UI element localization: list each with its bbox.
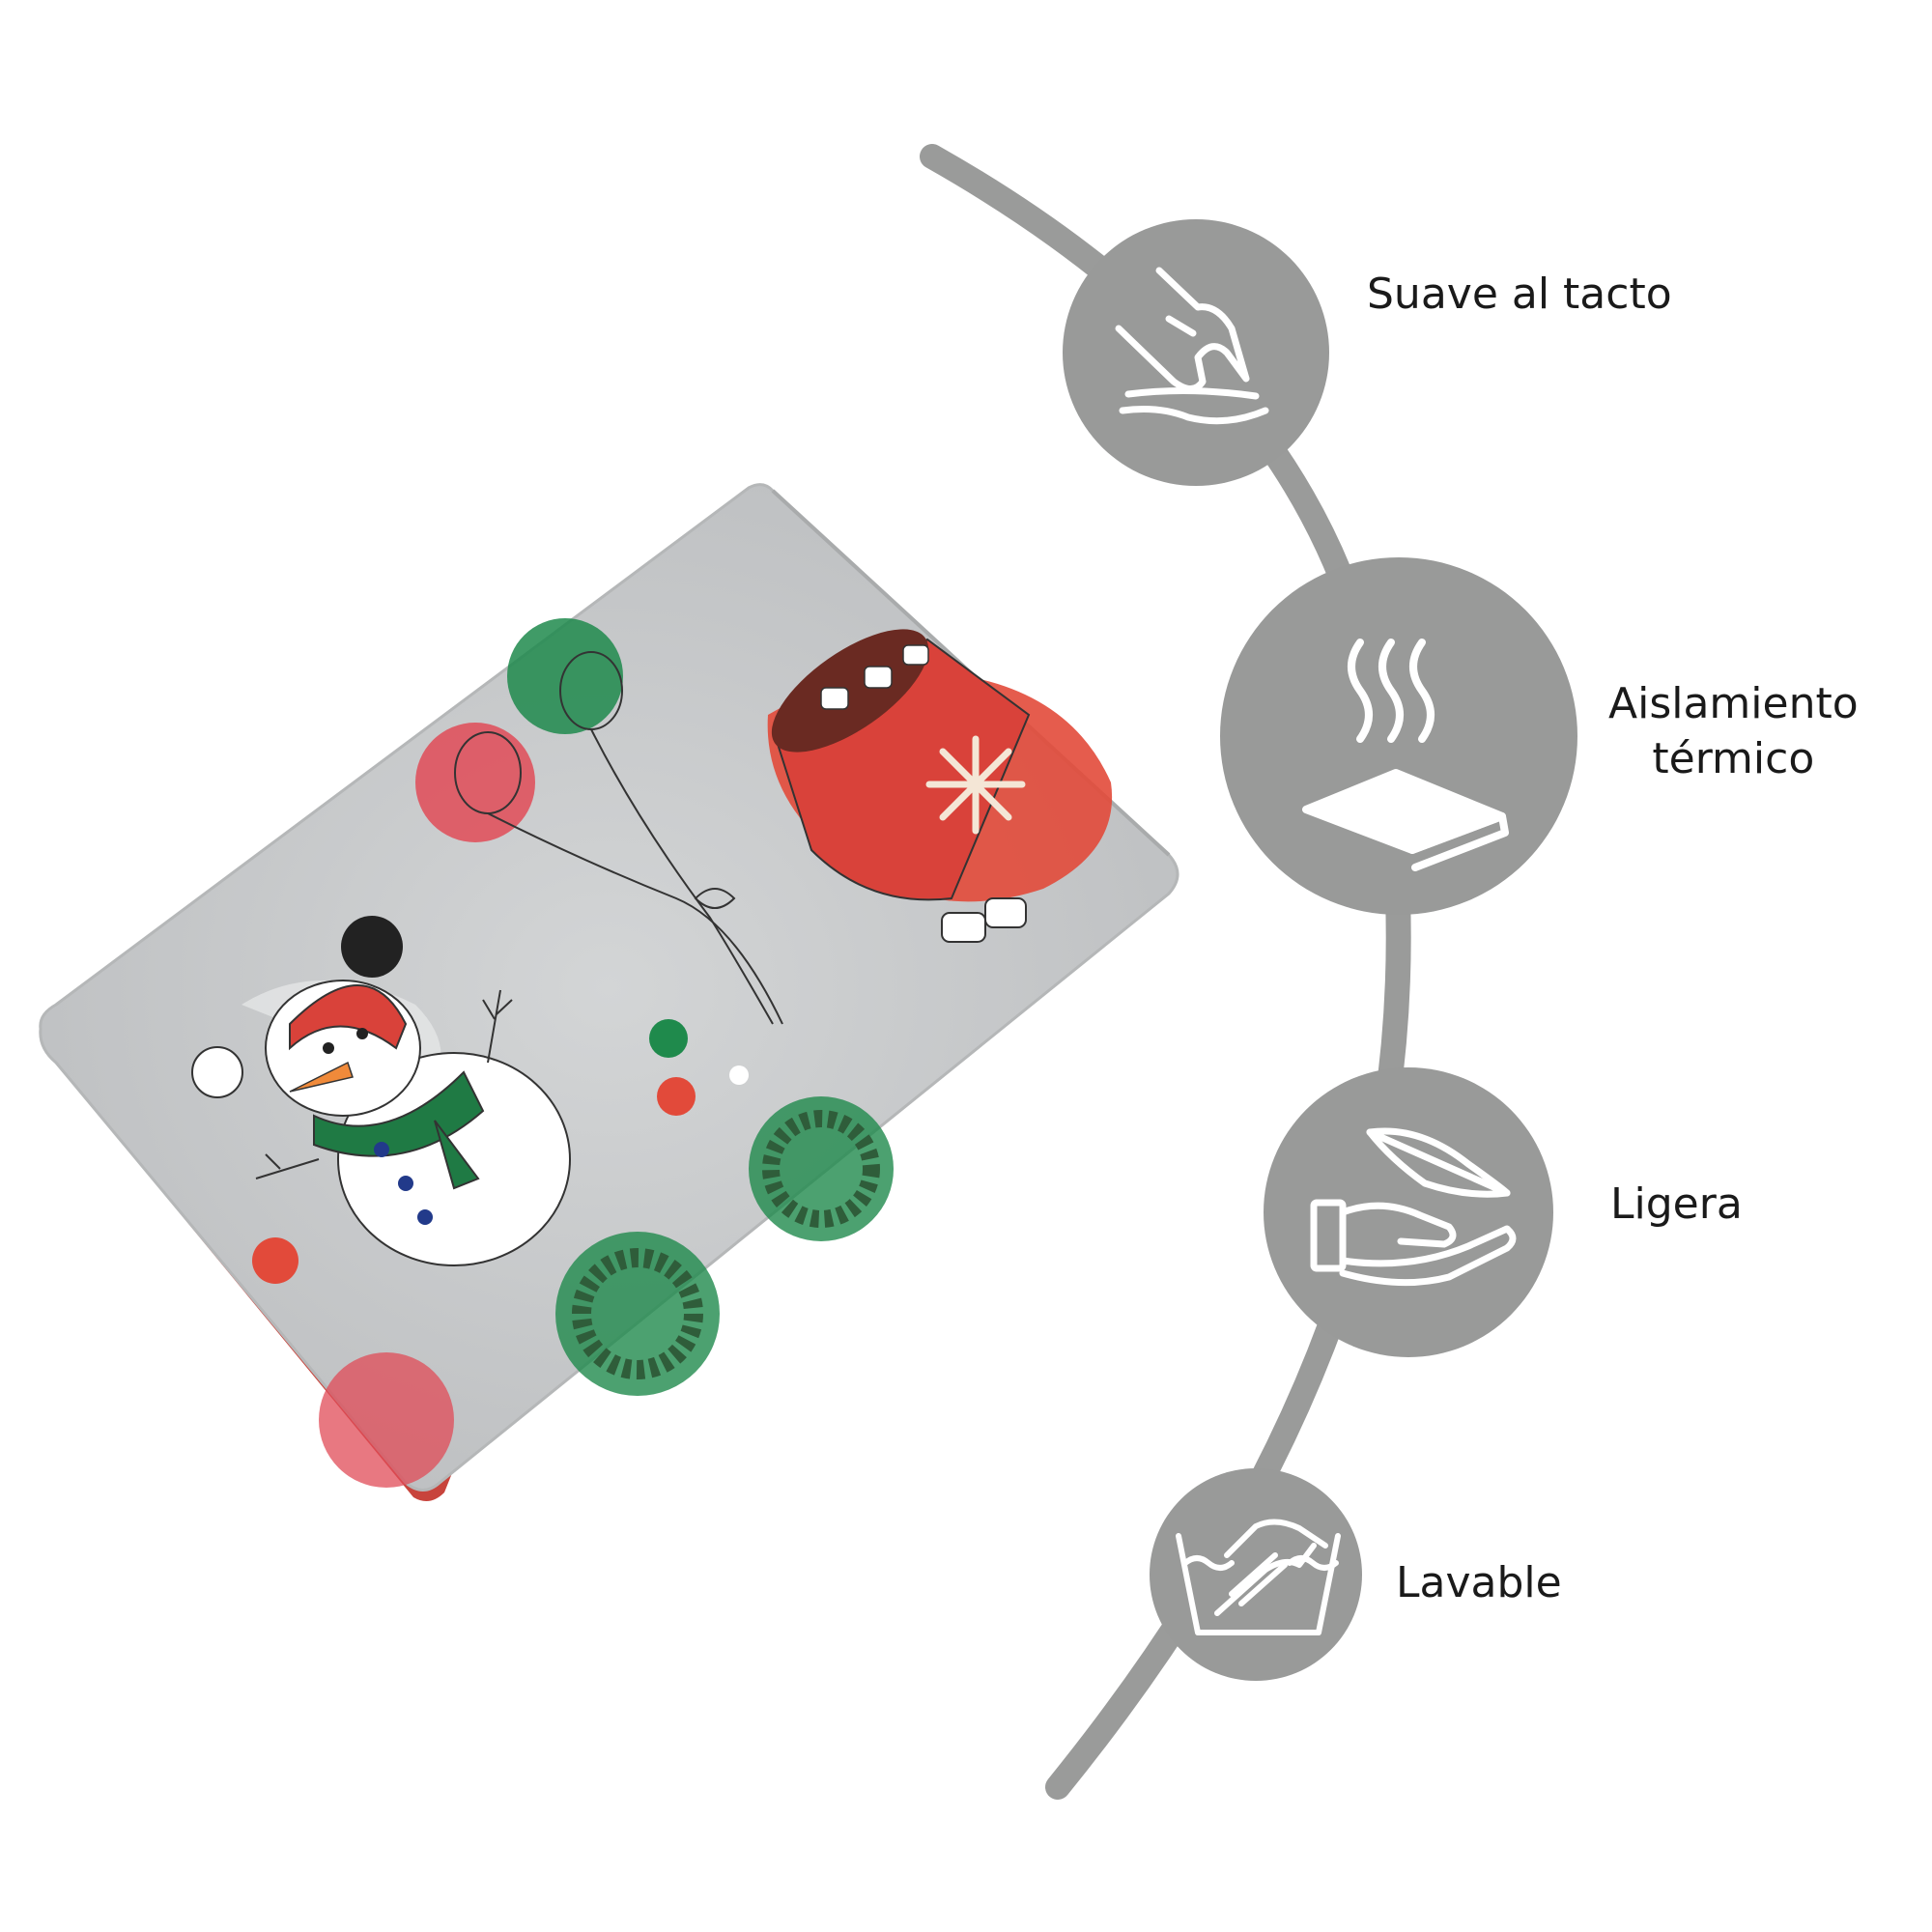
feature-lavable (1150, 1468, 1362, 1681)
feature-label-ligera: Ligera (1610, 1179, 1743, 1229)
feature-badge (1063, 219, 1329, 486)
red-blob (319, 1352, 454, 1488)
snowman-print (191, 916, 571, 1266)
hand-wash-basin-icon (1176, 1519, 1341, 1635)
feather-on-hand-icon (1310, 1127, 1517, 1287)
red-dot (252, 1237, 298, 1284)
heat-waves-blanket-icon (1302, 639, 1509, 871)
wreath-print (555, 1096, 894, 1396)
hot-cocoa-print (767, 629, 1113, 943)
balloons-print (415, 618, 783, 1025)
red-dot (657, 1077, 696, 1116)
feature-label-line: Aislamiento (1608, 679, 1859, 728)
feature-label-line: térmico (1652, 734, 1815, 784)
feature-aislamiento (1220, 557, 1577, 915)
feature-ligera (1264, 1067, 1553, 1357)
feature-suave (1063, 219, 1329, 486)
folded-christmas-blanket-image (39, 483, 1179, 1501)
feature-label-lavable: Lavable (1396, 1558, 1562, 1607)
feature-label-suave: Suave al tacto (1367, 270, 1672, 319)
green-dot (649, 1019, 688, 1058)
feature-badge (1220, 557, 1577, 915)
white-dot (729, 1065, 749, 1085)
hand-touching-fabric-icon (1115, 267, 1269, 425)
feature-label-aislamiento: Aislamiento térmico (1608, 676, 1859, 786)
